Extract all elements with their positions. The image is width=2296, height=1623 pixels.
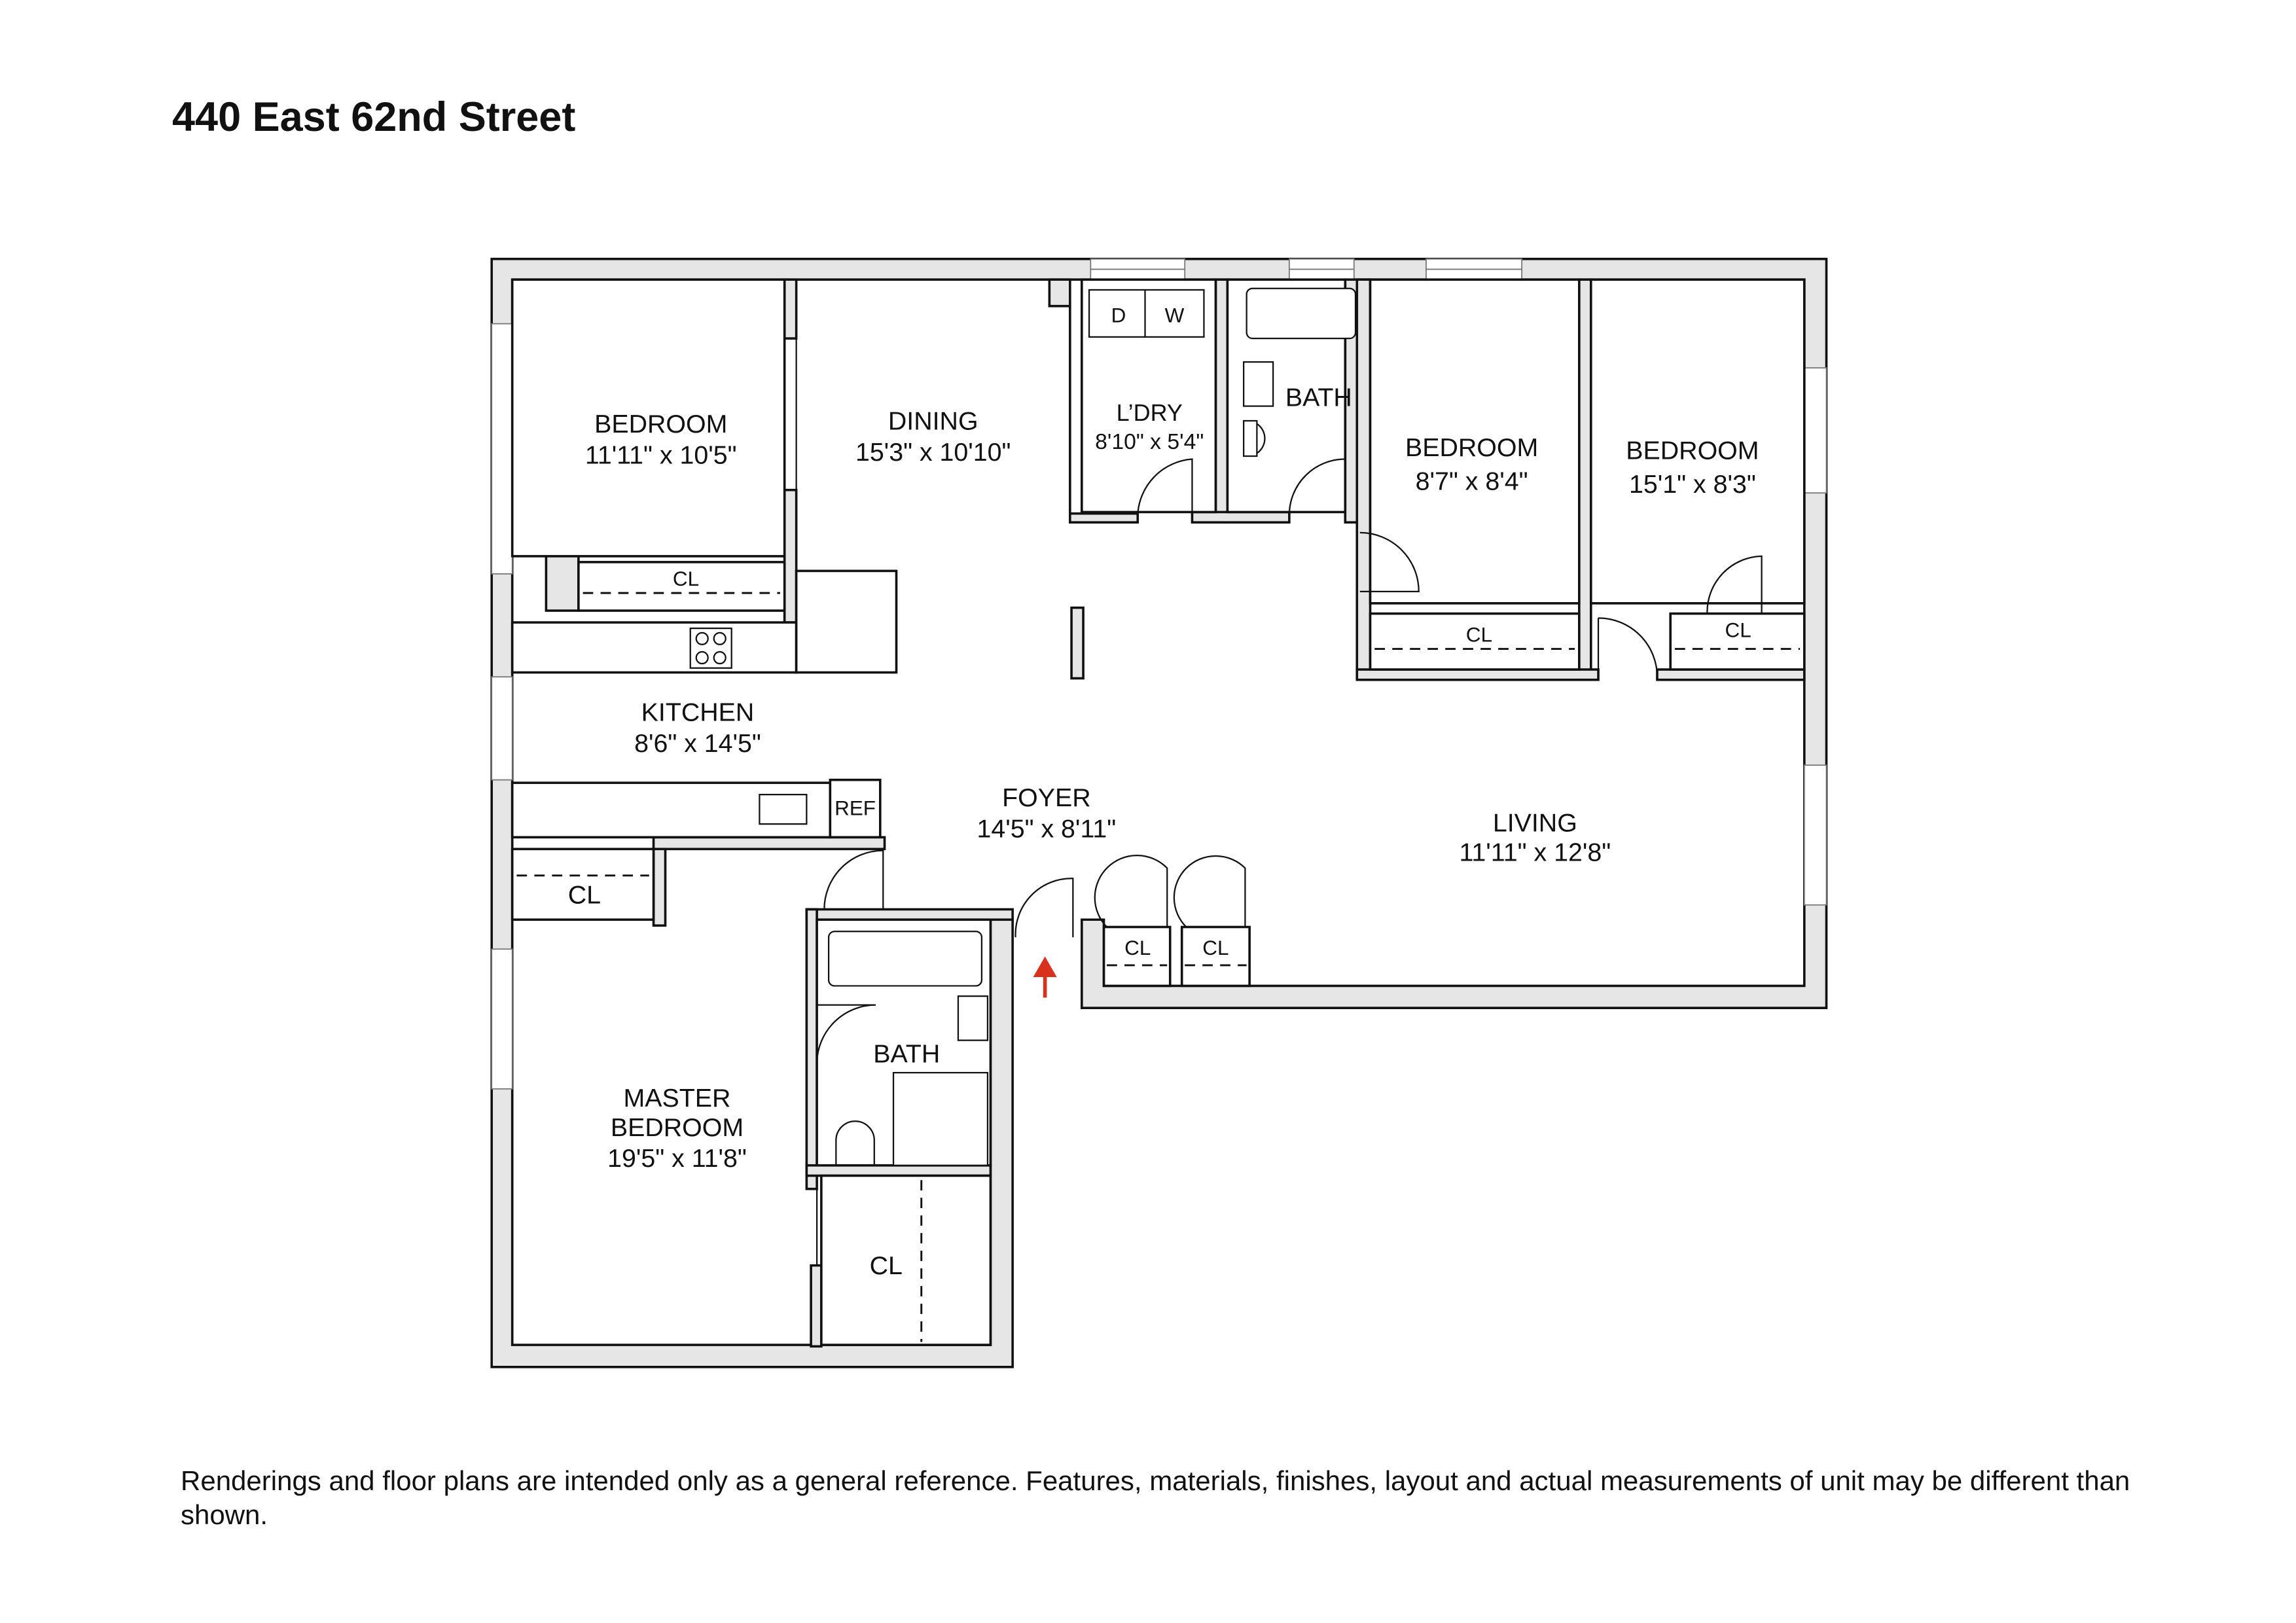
room-bedroom-1 (511, 278, 786, 558)
closet-label: CL (1202, 936, 1229, 959)
room-size: 19'5" x 11'8" (607, 1144, 747, 1173)
room-label: BEDROOM (1626, 437, 1759, 465)
room-bedroom-3 (1589, 278, 1806, 605)
bathtub-icon (827, 931, 983, 987)
room-size: 11'11" x 12'8" (1459, 838, 1611, 866)
room-label: FOYER (1002, 783, 1090, 812)
entry-arrow-icon (1033, 956, 1057, 998)
room-size: 14'5" x 8'11" (977, 814, 1116, 843)
closet-bedroom-1 (577, 561, 786, 612)
room-size: 15'1" x 8'3" (1629, 470, 1756, 499)
washer-label: W (1165, 304, 1185, 327)
room-label: BEDROOM (611, 1113, 744, 1142)
room-size: 11'11" x 10'5" (585, 440, 737, 469)
closet-label: CL (1124, 936, 1151, 959)
room-label: BEDROOM (1405, 433, 1538, 462)
page-title: 440 East 62nd Street (172, 94, 576, 140)
toilet-icon (835, 1120, 875, 1166)
closet-label: CL (1725, 619, 1751, 642)
room-label: BATH (1285, 383, 1352, 412)
room-label: KITCHEN (641, 698, 755, 727)
room-label: BATH (873, 1039, 940, 1068)
room-label: MASTER (624, 1084, 731, 1113)
windows (491, 258, 1827, 1090)
kitchen-counter-top (511, 621, 798, 674)
kitchen-counter-island (795, 569, 898, 674)
sink-icon (1243, 361, 1274, 407)
room-label: DINING (888, 407, 978, 436)
bathtub-icon (1246, 287, 1357, 340)
toilet-icon (1243, 419, 1266, 457)
refrigerator (829, 778, 882, 839)
closet-bedroom-2 (1369, 612, 1581, 671)
closet-label: CL (1466, 623, 1492, 646)
door-swings (795, 338, 1763, 1266)
stove-icon (689, 627, 732, 669)
room-size: 8'7" x 8'4" (1416, 467, 1528, 496)
disclaimer-text: Renderings and floor plans are intended … (181, 1465, 2130, 1530)
closet-label: CL (568, 881, 601, 910)
room-size: 8'10" x 5'4" (1095, 429, 1204, 454)
fridge-label: REF (834, 797, 876, 820)
room-size: 8'6" x 14'5" (634, 729, 761, 758)
closet-foyer-2 (1180, 925, 1251, 988)
room-size: 15'3" x 10'10" (855, 438, 1011, 467)
sink-icon (957, 995, 989, 1041)
dryer-label: D (1111, 304, 1126, 327)
closet-kitchen (511, 847, 655, 921)
closet-label: CL (673, 567, 699, 590)
closet-bedroom-3 (1669, 612, 1806, 671)
room-label: LIVING (1493, 808, 1577, 837)
closet-foyer-1 (1102, 925, 1172, 988)
closet-label: CL (870, 1251, 903, 1280)
sink-icon (759, 794, 808, 825)
room-bedroom-2 (1369, 278, 1581, 605)
room-label: L’DRY (1117, 399, 1183, 426)
room-label: BEDROOM (594, 410, 727, 438)
closet-master (820, 1174, 992, 1346)
washer-dryer (1088, 289, 1205, 338)
shower-icon (892, 1071, 989, 1166)
